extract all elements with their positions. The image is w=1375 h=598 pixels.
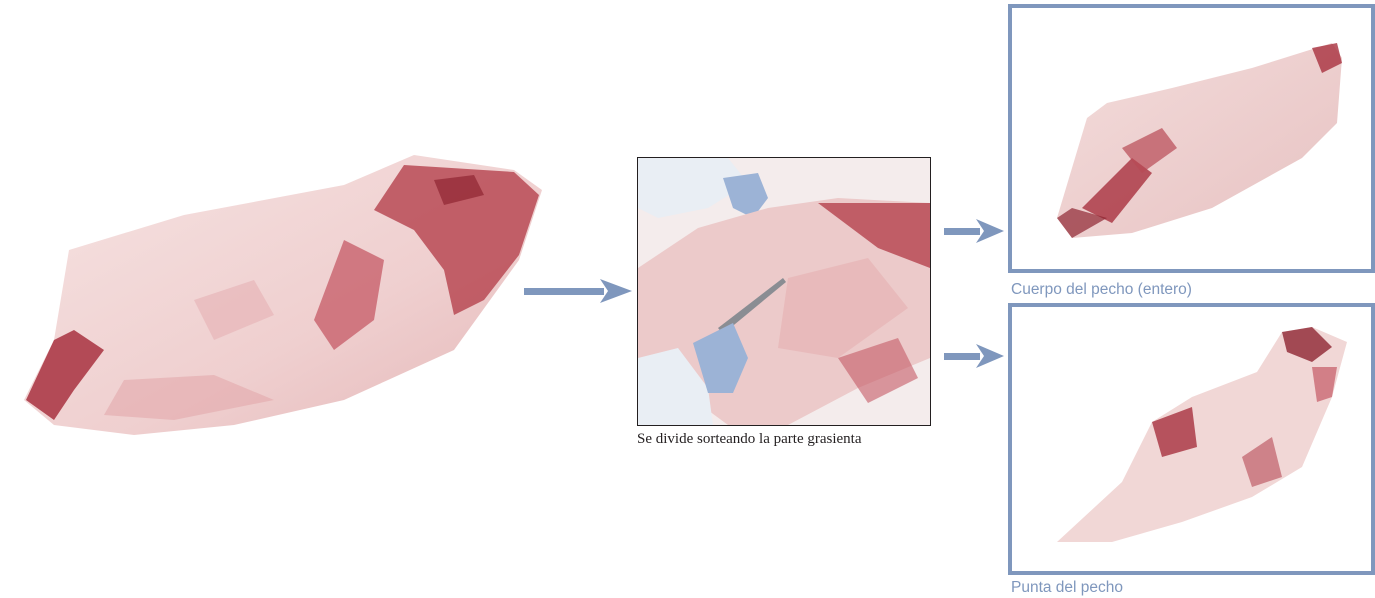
brisket-body-panel (1008, 4, 1375, 273)
split-step-caption: Se divide sorteando la parte grasienta (637, 431, 937, 448)
whole-brisket-image (14, 150, 544, 440)
right-arrow-icon (944, 218, 1006, 244)
brisket-point-panel (1008, 303, 1375, 575)
right-arrow-icon (944, 343, 1006, 369)
splitting-photo (637, 157, 931, 426)
right-arrow-icon (524, 278, 634, 304)
brisket-point-caption: Punta del pecho (1011, 579, 1123, 597)
brisket-body-caption: Cuerpo del pecho (entero) (1011, 281, 1192, 299)
